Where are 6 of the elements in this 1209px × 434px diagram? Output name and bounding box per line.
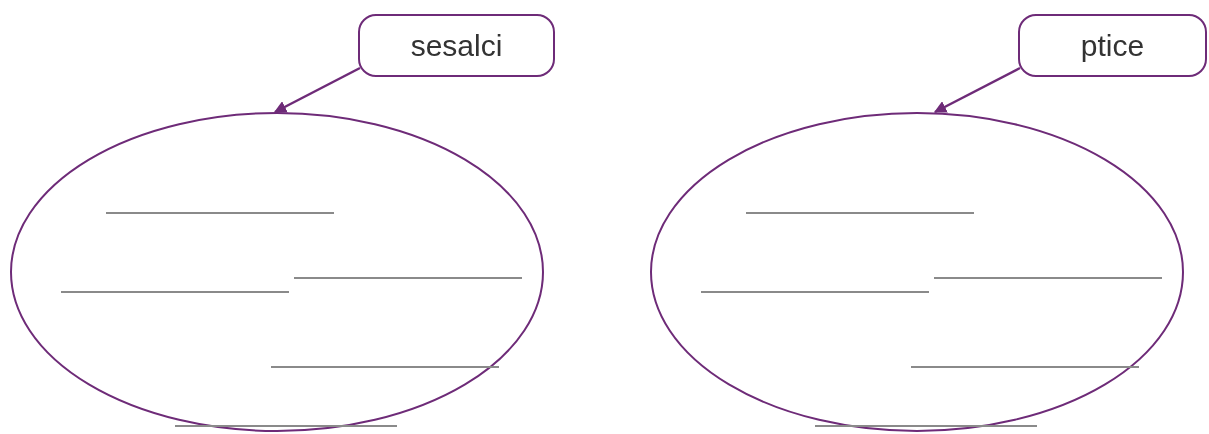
arrow bbox=[273, 66, 361, 114]
label-box bbox=[358, 14, 555, 77]
arrow bbox=[933, 66, 1021, 114]
label-box bbox=[1018, 14, 1207, 77]
box-label: sesalci bbox=[410, 28, 503, 64]
box-label: ptice bbox=[1080, 28, 1145, 64]
